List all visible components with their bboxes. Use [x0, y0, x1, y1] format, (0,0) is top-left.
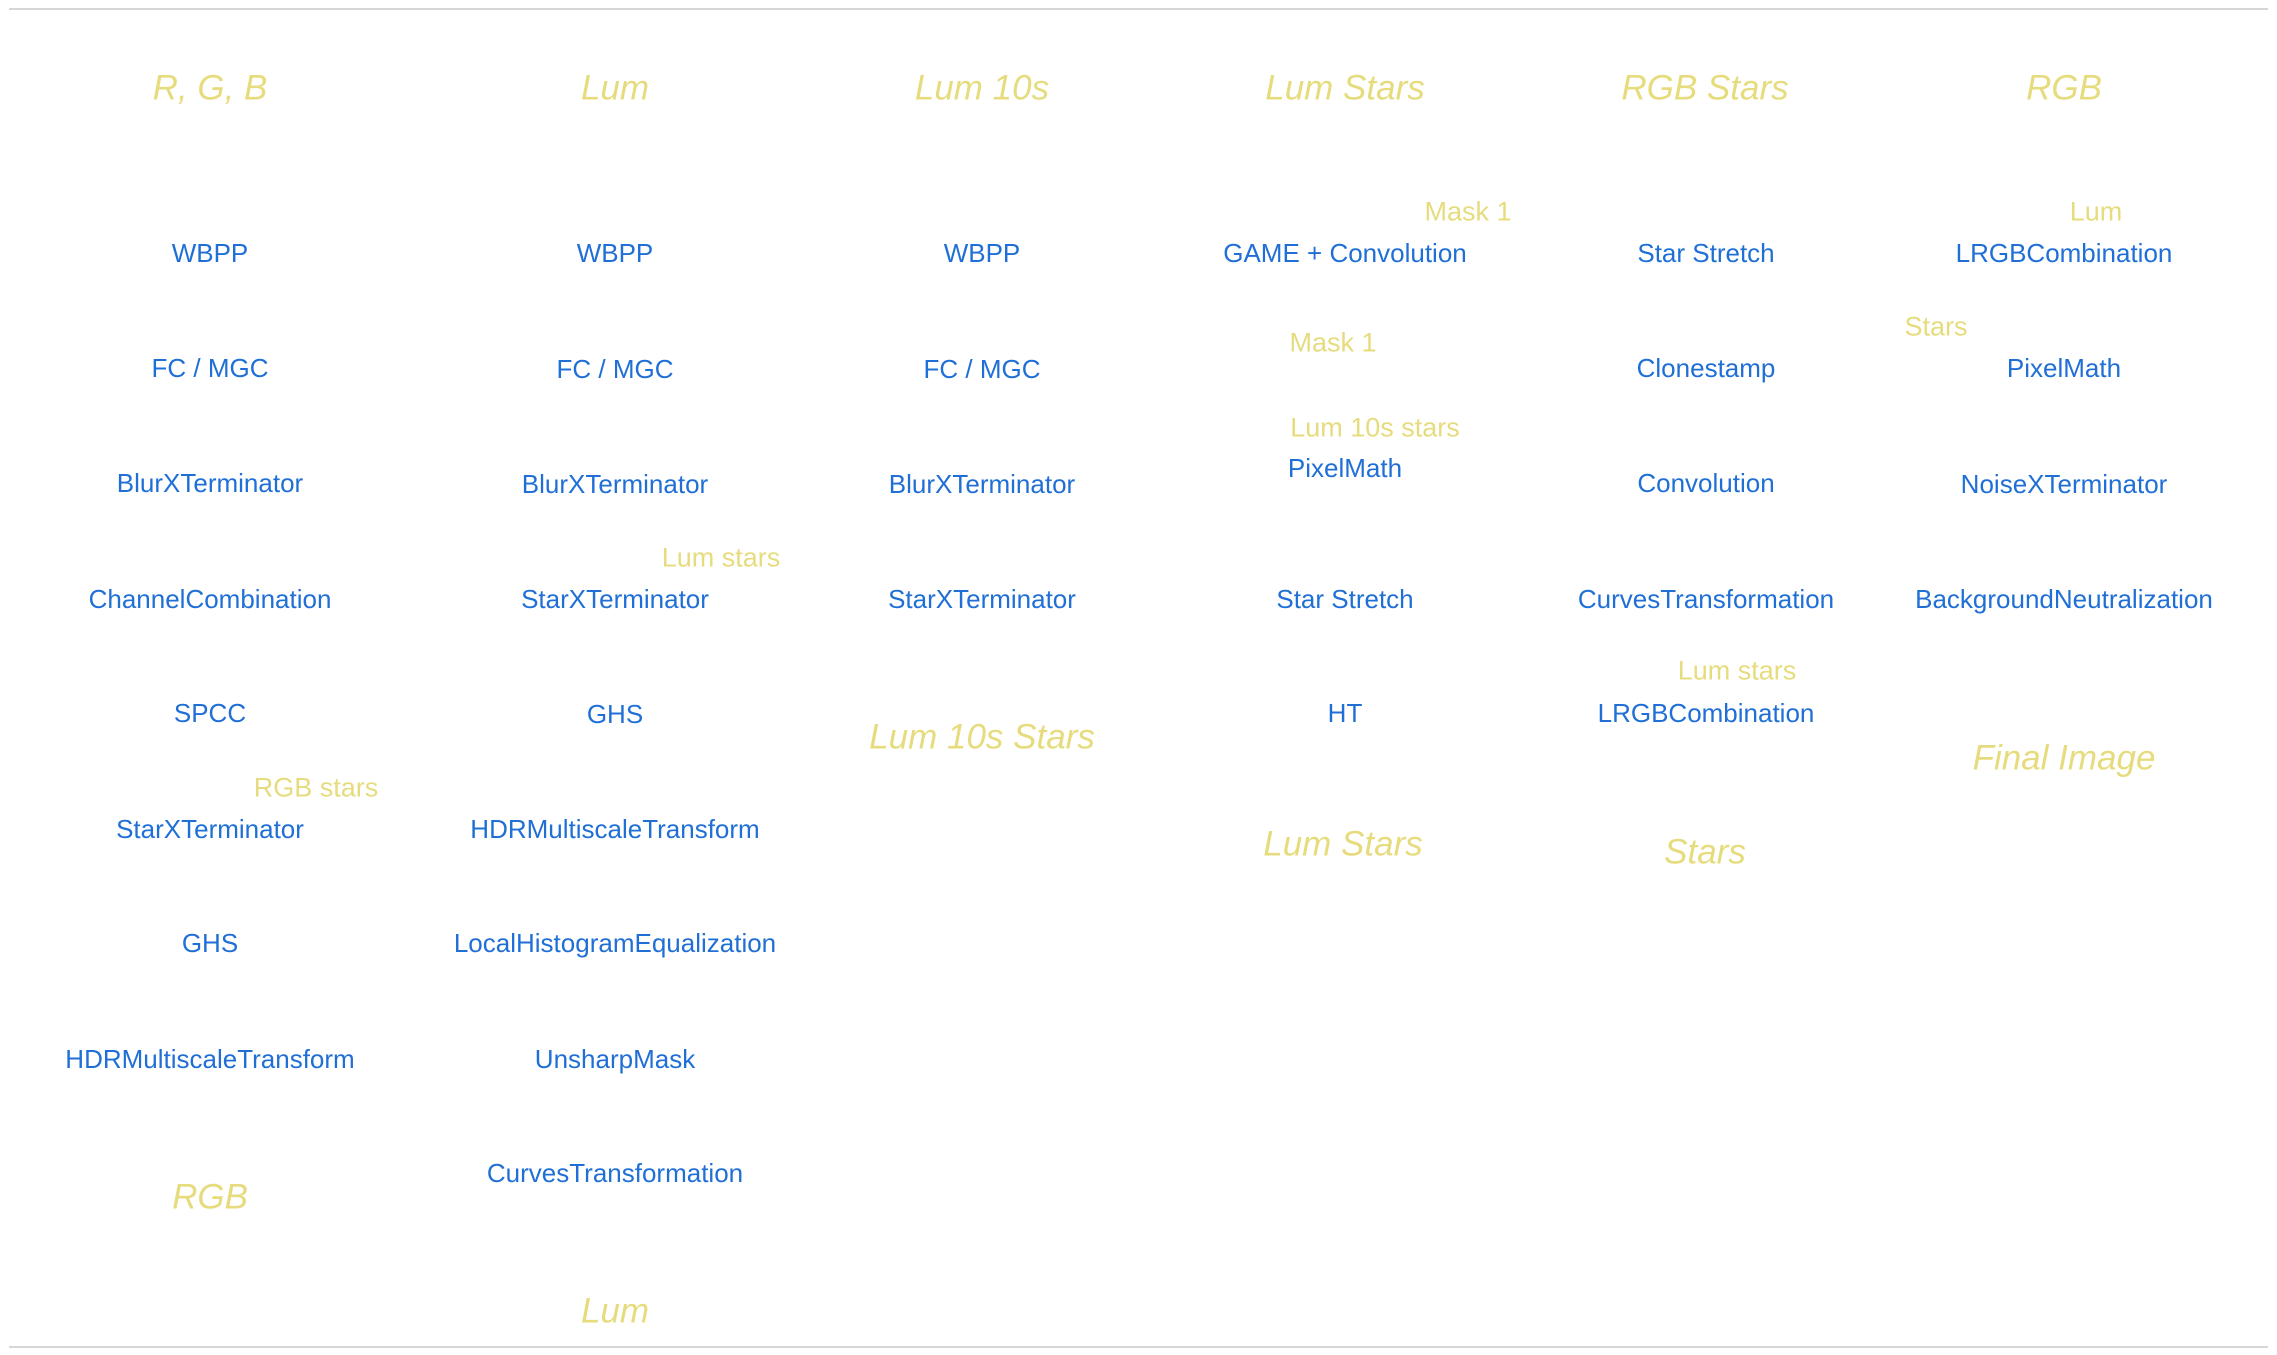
column-heading-rgb: RGB: [2026, 68, 2102, 108]
column-output-stars: Stars: [1664, 832, 1746, 872]
annotation-rgb-stars: RGB stars: [253, 772, 379, 803]
annotation-lum-stars: Lum stars: [661, 542, 781, 573]
step-curvestransformation: CurvesTransformation: [486, 1158, 744, 1188]
step-fc-mgc: FC / MGC: [556, 354, 674, 384]
step-ht: HT: [1327, 698, 1363, 728]
step-noisexterminator: NoiseXTerminator: [1960, 469, 2168, 499]
step-unsharpmask: UnsharpMask: [534, 1044, 696, 1074]
column-heading-rgb-stars: RGB Stars: [1621, 68, 1789, 108]
top-divider: [9, 8, 2268, 10]
step-game-convolution: GAME + Convolution: [1223, 238, 1467, 268]
column-output-lum-10s-stars: Lum 10s Stars: [869, 717, 1095, 757]
step-hdrmultiscaletransform: HDRMultiscaleTransform: [470, 814, 760, 844]
step-starxterminator: StarXTerminator: [116, 814, 304, 844]
step-localhistogramequalization: LocalHistogramEqualization: [453, 928, 777, 958]
step-hdrmultiscaletransform: HDRMultiscaleTransform: [65, 1044, 355, 1074]
step-pixelmath: PixelMath: [2006, 353, 2122, 383]
annotation-lum-10s-stars: Lum 10s stars: [1290, 412, 1460, 443]
step-wbpp: WBPP: [171, 238, 249, 268]
step-lrgbcombination: LRGBCombination: [1955, 238, 2173, 268]
step-lrgbcombination: LRGBCombination: [1597, 698, 1815, 728]
column-heading-lum: Lum: [580, 68, 650, 108]
bottom-divider: [9, 1346, 2268, 1348]
step-starxterminator: StarXTerminator: [888, 584, 1076, 614]
annotation-stars: Stars: [1904, 311, 1968, 342]
annotation-lum: Lum: [2069, 196, 2123, 227]
step-blurxterminator: BlurXTerminator: [521, 469, 709, 499]
step-star-stretch: Star Stretch: [1276, 584, 1414, 614]
column-heading-lum-stars: Lum Stars: [1265, 68, 1425, 108]
step-pixelmath: PixelMath: [1287, 453, 1403, 483]
annotation-lum-stars: Lum stars: [1677, 655, 1797, 686]
step-wbpp: WBPP: [943, 238, 1021, 268]
column-output-lum-stars: Lum Stars: [1263, 824, 1423, 864]
step-clonestamp: Clonestamp: [1636, 353, 1776, 383]
annotation-mask-1: Mask 1: [1289, 327, 1377, 358]
step-starxterminator: StarXTerminator: [521, 584, 709, 614]
step-ghs: GHS: [181, 928, 239, 958]
step-ghs: GHS: [586, 699, 644, 729]
step-spcc: SPCC: [173, 698, 247, 728]
annotation-mask-1: Mask 1: [1424, 196, 1512, 227]
step-wbpp: WBPP: [576, 238, 654, 268]
step-backgroundneutralization: BackgroundNeutralization: [1915, 584, 2213, 614]
column-heading-lum-10s: Lum 10s: [914, 68, 1050, 108]
step-blurxterminator: BlurXTerminator: [888, 469, 1076, 499]
step-fc-mgc: FC / MGC: [151, 353, 269, 383]
column-output-final-image: Final Image: [1972, 738, 2156, 778]
step-channelcombination: ChannelCombination: [88, 584, 332, 614]
column-heading-rgb-channels: R, G, B: [152, 68, 268, 108]
step-star-stretch: Star Stretch: [1637, 238, 1775, 268]
step-fc-mgc: FC / MGC: [923, 354, 1041, 384]
step-convolution: Convolution: [1637, 468, 1775, 498]
step-blurxterminator: BlurXTerminator: [116, 468, 304, 498]
step-curvestransformation: CurvesTransformation: [1577, 584, 1835, 614]
column-output-rgb: RGB: [172, 1177, 248, 1217]
column-output-lum: Lum: [580, 1291, 650, 1331]
